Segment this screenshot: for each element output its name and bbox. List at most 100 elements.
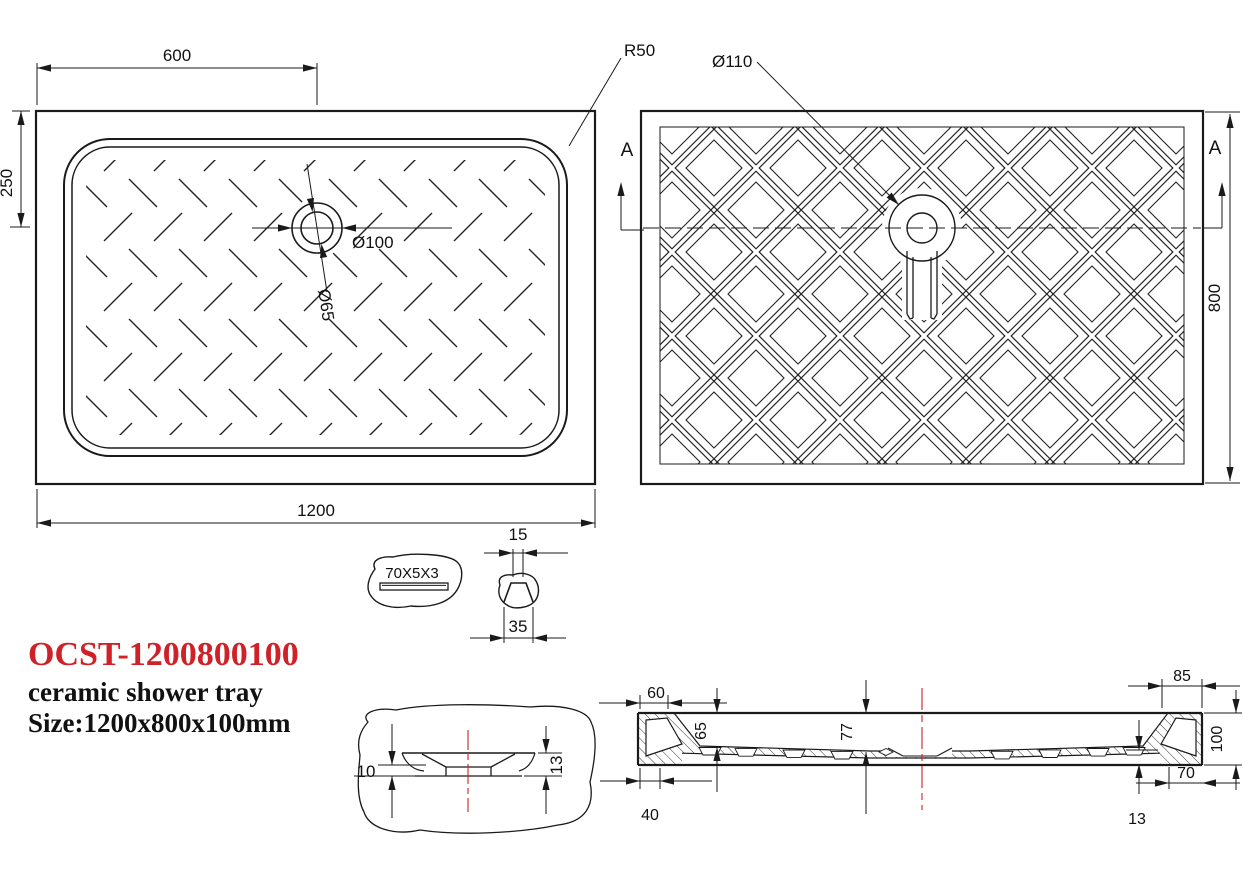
dim-arrow xyxy=(1202,779,1216,787)
dim-85-lines xyxy=(1128,679,1240,708)
top-view-rim-outer xyxy=(63,138,568,457)
dim-70-label: 70 xyxy=(1177,765,1195,782)
dim-arrow xyxy=(626,777,640,785)
dim-arrow xyxy=(388,776,396,790)
dim-100-label: 100 xyxy=(1209,726,1226,753)
rib-slot xyxy=(1038,749,1062,758)
product-name: ceramic shower tray xyxy=(28,677,263,707)
rib-slot xyxy=(990,750,1014,760)
dim-77-label: 77 xyxy=(839,723,856,741)
dim-arrow xyxy=(1232,699,1240,713)
keyhole-clearance xyxy=(902,244,942,320)
dim-arrow xyxy=(17,213,25,227)
section-arrow xyxy=(1218,182,1226,196)
bottom-view: Ø110 A A 800 xyxy=(617,52,1240,486)
dim-arrow xyxy=(1232,765,1240,779)
dim-600-lines xyxy=(36,63,318,105)
dim-arrow xyxy=(1155,779,1169,787)
dim-arrow xyxy=(581,519,595,527)
dim-arrow xyxy=(1226,114,1234,128)
dim-arrow xyxy=(1148,682,1162,690)
dim-arrow xyxy=(388,751,396,765)
dim-13f-label: 13 xyxy=(1128,811,1146,828)
section-arrow xyxy=(617,182,625,196)
dim-arrow xyxy=(499,549,513,557)
dim-arrow xyxy=(37,519,51,527)
section-drain-gap xyxy=(888,747,952,757)
dim-arrow xyxy=(660,777,674,785)
dim-35-lines xyxy=(470,607,566,643)
section-marker-right-label: A xyxy=(1209,138,1222,159)
dim-1200-lines xyxy=(36,489,596,528)
dim-arrow xyxy=(1202,682,1216,690)
dim-arrow xyxy=(37,64,51,72)
drain-keyhole-slot xyxy=(906,251,938,320)
dim-13-label: 13 xyxy=(547,756,566,775)
dim-arrow xyxy=(626,699,640,707)
dim-600-label: 600 xyxy=(163,46,191,65)
dim-10-lines xyxy=(354,724,426,818)
rib-slot xyxy=(1086,748,1110,757)
rib-slot xyxy=(830,750,854,760)
section-drain-recess xyxy=(887,747,953,757)
dim-arrow xyxy=(490,634,504,642)
section-drain-plug xyxy=(877,747,895,757)
dim-60-label: 60 xyxy=(647,685,665,702)
product-code: OCST-1200800100 xyxy=(28,636,299,673)
dim-arrow xyxy=(542,776,550,790)
section-inner-void xyxy=(672,712,1170,752)
dim-1200-label: 1200 xyxy=(297,501,335,520)
dim-60-lines xyxy=(599,695,727,709)
dim-arrow xyxy=(303,64,317,72)
dim-35-label: 35 xyxy=(509,617,528,636)
section-marker-right-line xyxy=(1203,184,1223,229)
dim-arrow xyxy=(533,634,547,642)
dim-800-lines xyxy=(1205,111,1240,484)
dim-800-label: 800 xyxy=(1205,284,1224,312)
rib-slot xyxy=(1122,747,1146,756)
title-block: OCST-1200800100 ceramic shower tray Size… xyxy=(28,636,299,738)
product-size: Size:1200x800x100mm xyxy=(28,708,291,738)
d110-leader xyxy=(756,61,900,206)
dim-arrow xyxy=(668,699,682,707)
top-view-rim-inner xyxy=(71,146,560,449)
antislip-hatch-area xyxy=(86,160,545,435)
dim-65-label: 65 xyxy=(693,722,710,740)
dim-arrow xyxy=(17,111,25,125)
dim-d65-label: Ø65 xyxy=(314,288,338,323)
dim-70-lines xyxy=(1136,767,1240,789)
rib-detail-bubble xyxy=(367,553,463,609)
floor-rib-slots xyxy=(698,747,1146,760)
section-outline xyxy=(636,711,1204,767)
rib-size-label: 70X5X3 xyxy=(385,565,438,582)
dim-15-label: 15 xyxy=(509,525,528,544)
dim-d110-label: Ø110 xyxy=(712,52,752,71)
dim-d100-label: Ø100 xyxy=(352,233,394,252)
dim-arrow xyxy=(1226,467,1234,481)
dim-40-label: 40 xyxy=(641,807,659,824)
drain-recess-detail: 10 13 xyxy=(354,704,596,834)
dim-10-label: 10 xyxy=(357,762,376,781)
dim-arrow xyxy=(713,699,721,713)
dim-r50-label: R50 xyxy=(624,41,655,60)
drain-inner-circle xyxy=(300,211,334,245)
top-view-outer-edge xyxy=(34,109,597,486)
detail-bubble xyxy=(357,704,596,834)
rib-slot xyxy=(734,748,758,757)
dim-arrow xyxy=(523,549,537,557)
rib-slot xyxy=(782,749,806,759)
bottom-view-outer-edge xyxy=(639,109,1205,486)
rib-trapezoid xyxy=(503,582,534,603)
dim-arrow xyxy=(542,739,550,753)
section-marker-left-label: A xyxy=(621,140,634,161)
left-wall-pocket xyxy=(645,717,683,757)
rib-bar xyxy=(379,582,449,591)
rib-section-bubble xyxy=(498,572,540,609)
r50-leader xyxy=(568,57,622,147)
dim-250-label: 250 xyxy=(0,169,16,197)
right-wall-pocket xyxy=(1160,717,1197,757)
dim-40-lines xyxy=(600,768,712,789)
top-view: 600 250 1200 Ø100 Ø65 R50 xyxy=(0,41,655,528)
